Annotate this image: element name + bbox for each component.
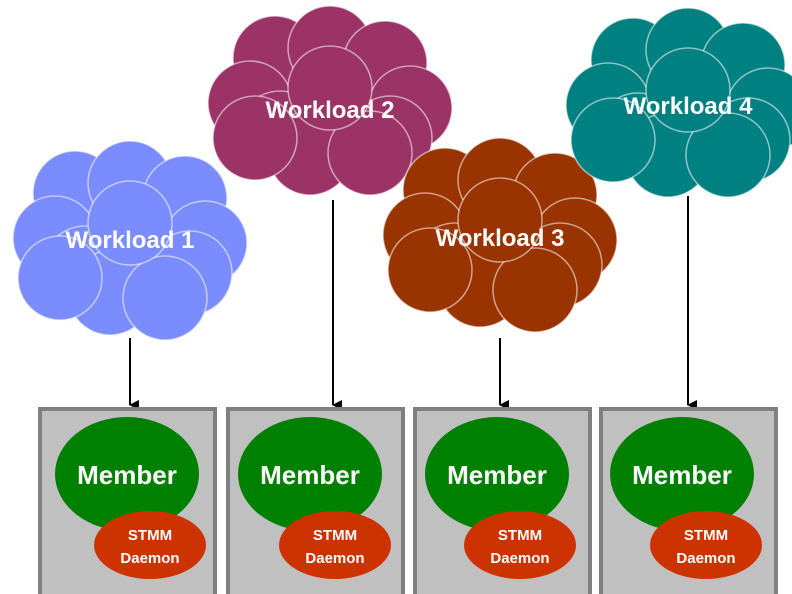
workload-cloud-4: Workload 4 [565,7,792,198]
member-node [238,417,382,531]
workload-cloud-1: Workload 1 [12,140,248,341]
member-node [610,417,754,531]
cloud-puff [287,45,373,131]
member-node [55,417,199,531]
workload-label: Workload 3 [436,225,565,252]
cloud-puff [87,180,173,266]
cloud-puff [212,95,298,181]
workload-label: Workload 1 [66,227,195,254]
daemon-label-line1: STMM [128,527,172,544]
workload-label: Workload 4 [624,93,754,120]
stmm-daemon [279,511,391,579]
member-box-1: Member STMM Daemon [38,407,217,594]
member-box-3: Member STMM Daemon [413,407,592,594]
member-label: Member [632,460,732,490]
cloud-puff [17,235,103,321]
cloud-puff [492,247,578,333]
cloud-puff [122,255,208,341]
cloud-puff [645,47,731,133]
daemon-label-line2: Daemon [490,550,549,567]
daemon-label-line2: Daemon [305,550,364,567]
stmm-daemon [94,511,206,579]
member-box-2: Member STMM Daemon [226,407,405,594]
daemon-label-line1: STMM [684,527,728,544]
cloud-puff [327,110,413,196]
daemon-label-line2: Daemon [676,550,735,567]
stmm-daemon [650,511,762,579]
workload-cloud-2: Workload 2 [207,5,453,196]
workload-label: Workload 2 [266,97,395,124]
cloud-puff [685,112,771,198]
workload-cloud-3: Workload 3 [382,137,618,333]
member-node [425,417,569,531]
cloud-puff [570,97,656,183]
daemon-label-line1: STMM [498,527,542,544]
member-box-4: Member STMM Daemon [599,407,778,594]
daemon-label-line1: STMM [313,527,357,544]
member-label: Member [260,460,360,490]
stmm-daemon [464,511,576,579]
cloud-puff [457,177,543,263]
member-label: Member [447,460,547,490]
cloud-puff [387,227,473,313]
member-label: Member [77,460,177,490]
daemon-label-line2: Daemon [120,550,179,567]
